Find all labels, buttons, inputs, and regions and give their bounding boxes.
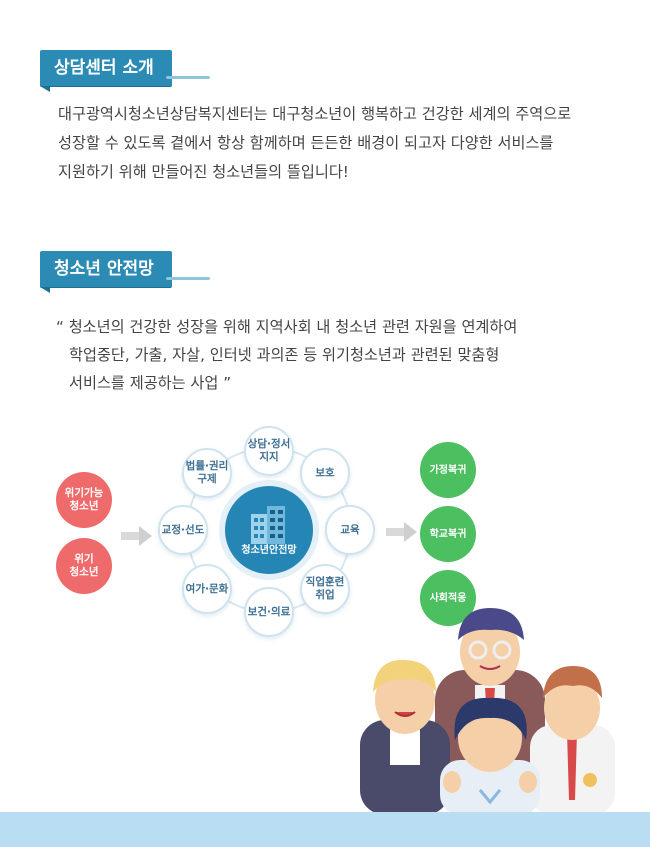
node-label: 법률·권리 [185,460,229,472]
arrow-right-icon [386,522,417,542]
center-label: 청소년안전망 [241,544,297,556]
arrow-right-icon [121,526,152,546]
node-label: 보호 [315,466,335,479]
boy-right-figure [530,666,615,815]
intro-line: 지원하기 위해 만들어진 청소년들의 뜰입니다! [58,163,349,181]
node-label: 가정복귀 [429,464,467,476]
section-title-safety-net: 청소년 안전망 [40,251,210,293]
node-label: 보건·의료 [247,605,291,618]
section-title-center-intro: 상담센터 소개 [40,50,210,92]
node-family-return: 가정복귀 [420,442,476,498]
node-label: 여가·문화 [185,582,229,595]
footer-band [0,812,650,847]
girl-figure [440,697,540,815]
node-label: 취업 [315,589,335,601]
node-label: 지지 [259,451,279,463]
node-label: 상담·정서 [247,438,291,450]
intro-line: 성장할 수 있도록 곁에서 항상 함께하며 든든한 배경이 되고자 다양한 서비… [58,134,554,152]
node-leisure: 여가·문화 [182,564,232,614]
family-illustration [360,608,615,815]
quote-line: “ 청소년의 건강한 성장을 위해 지역사회 내 청소년 관련 자원을 연계하여 [56,318,518,336]
boy-left-figure [360,659,450,815]
node-label: 사회적응 [429,592,467,604]
node-label: 위기 [74,553,94,565]
node-safety-net-center: 청소년안전망 [225,486,313,574]
intro-line: 대구광역시청소년상담복지센터는 대구청소년이 행복하고 건강한 세계의 주역으로 [58,105,572,123]
node-label: 위기가능 [64,487,104,499]
node-label: 학교복귀 [429,528,467,540]
quote-line: 학업중단, 가출, 자살, 인터넷 과의존 등 위기청소년과 관련된 맞춤형 [69,346,500,364]
node-label: 청소년 [69,500,99,512]
node-education: 교육 [325,505,375,555]
node-label: 교정·선도 [161,523,205,536]
node-correction: 교정·선도 [158,505,208,555]
node-label: 교육 [340,523,360,536]
node-school-return: 학교복귀 [420,506,476,562]
node-protection: 보호 [300,448,350,498]
building-icon [251,505,285,544]
center-intro-text: 대구광역시청소년상담복지센터는 대구청소년이 행복하고 건강한 세계의 주역으로… [58,100,633,187]
node-health: 보건·의료 [244,587,294,637]
node-label: 청소년 [69,566,99,578]
quote-line: 서비스를 제공하는 사업 ” [69,374,232,392]
safety-net-quote: “ 청소년의 건강한 성장을 위해 지역사회 내 청소년 관련 자원을 연계하여… [56,313,636,397]
node-label: 직업훈련 [305,576,345,588]
node-label: 구제 [197,473,217,485]
